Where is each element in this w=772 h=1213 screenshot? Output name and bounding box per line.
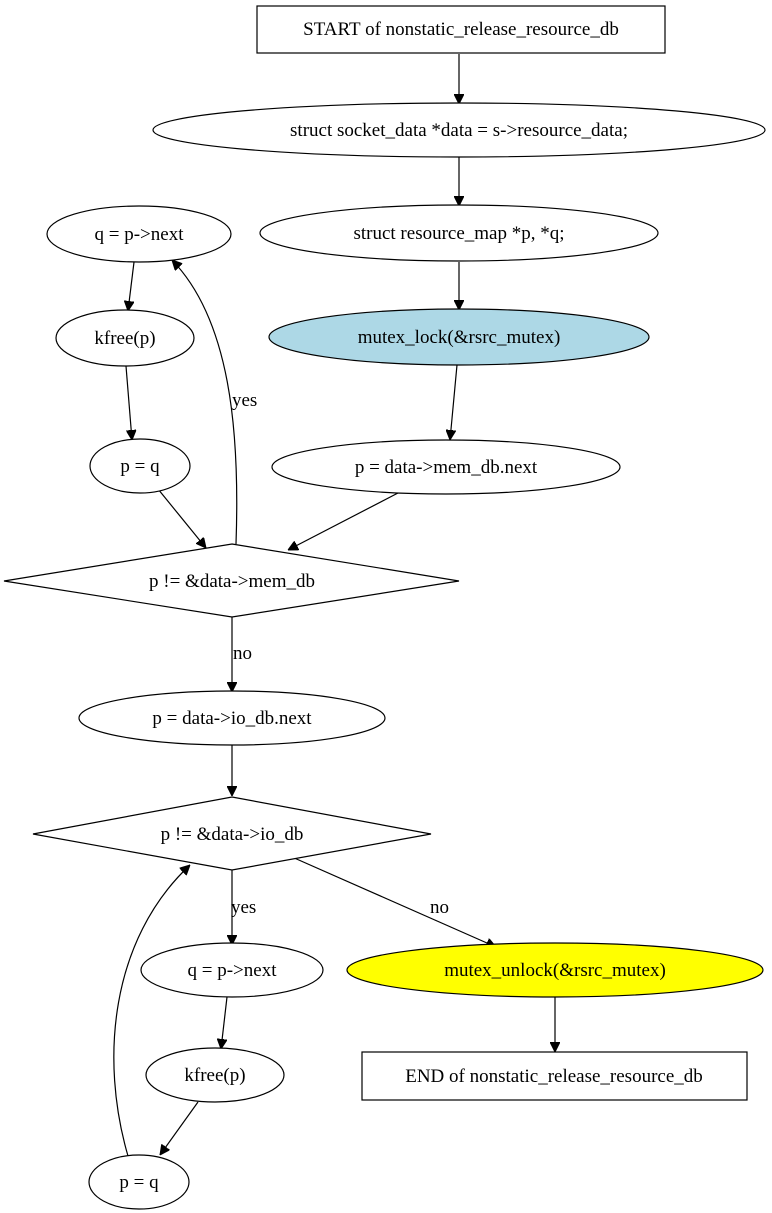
node-mutex-unlock-ellipse — [346, 942, 764, 998]
edge-label-mem-yes: yes — [232, 390, 257, 411]
node-kfree-1-label: kfree(p) — [94, 328, 155, 349]
node-p-io-next-ellipse — [78, 690, 386, 746]
edge-cond-io-no-to-mutex-unlock — [291, 856, 496, 947]
node-cond-io-label: p != &data->io_db — [161, 824, 304, 845]
node-p-eq-q-2-ellipse — [88, 1154, 190, 1210]
node-decl-data-label: struct socket_data *data = s->resource_d… — [290, 120, 628, 141]
node-mutex-lock: mutex_lock(&rsrc_mutex) — [268, 308, 650, 366]
node-p-mem-next-label: p = data->mem_db.next — [355, 457, 538, 478]
edge-kfree-2-to-p-eq-q-2 — [160, 1101, 199, 1155]
node-decl-pq-label: struct resource_map *p, *q; — [353, 223, 564, 244]
edge-mutex-lock-to-p-mem-next — [450, 364, 458, 440]
node-cond-mem-diamond — [3, 543, 460, 618]
edge-label-io-no: no — [430, 897, 449, 918]
edge-label-mem-no: no — [233, 643, 252, 664]
node-p-eq-q-1-label: p = q — [120, 456, 160, 477]
edge-cond-mem-yes-to-q-next-1 — [172, 260, 238, 545]
node-p-mem-next-ellipse — [271, 439, 621, 495]
edge-q-next-1-to-kfree-1 — [128, 261, 135, 311]
node-q-next-2: q = p->next — [140, 942, 324, 998]
node-mutex-lock-ellipse — [268, 308, 650, 366]
node-q-next-1: q = p->next — [46, 205, 232, 263]
node-decl-pq: struct resource_map *p, *q; — [259, 204, 659, 262]
node-cond-mem: p != &data->mem_db — [3, 543, 460, 618]
node-end: END of nonstatic_release_resource_db — [361, 1051, 748, 1101]
node-p-io-next: p = data->io_db.next — [78, 690, 386, 746]
node-kfree-1-ellipse — [55, 309, 195, 367]
node-q-next-2-label: q = p->next — [188, 960, 278, 981]
node-p-eq-q-1: p = q — [89, 438, 191, 494]
node-p-io-next-label: p = data->io_db.next — [152, 708, 312, 729]
edge-p-eq-q-2-to-cond-io — [113, 865, 190, 1157]
node-cond-io: p != &data->io_db — [32, 796, 432, 871]
node-mutex-lock-label: mutex_lock(&rsrc_mutex) — [358, 327, 561, 348]
node-kfree-1: kfree(p) — [55, 309, 195, 367]
node-p-eq-q-1-ellipse — [89, 438, 191, 494]
edge-p-eq-q-1-to-cond-mem — [157, 488, 206, 548]
node-start-box — [256, 5, 666, 54]
node-mutex-unlock: mutex_unlock(&rsrc_mutex) — [346, 942, 764, 998]
node-decl-pq-ellipse — [259, 204, 659, 262]
node-q-next-1-ellipse — [46, 205, 232, 263]
node-start-label: START of nonstatic_release_resource_db — [303, 19, 619, 40]
node-kfree-2: kfree(p) — [145, 1047, 285, 1103]
edge-p-mem-next-to-cond-mem — [288, 492, 399, 551]
node-end-box — [361, 1051, 748, 1101]
node-kfree-2-label: kfree(p) — [184, 1065, 245, 1086]
node-p-eq-q-2-label: p = q — [119, 1172, 159, 1193]
node-mutex-unlock-label: mutex_unlock(&rsrc_mutex) — [444, 960, 666, 981]
node-p-mem-next: p = data->mem_db.next — [271, 439, 621, 495]
edge-q-next-2-to-kfree-2 — [221, 996, 228, 1049]
node-end-label: END of nonstatic_release_resource_db — [405, 1066, 703, 1087]
node-start: START of nonstatic_release_resource_db — [256, 5, 666, 54]
node-decl-data: struct socket_data *data = s->resource_d… — [152, 102, 766, 158]
node-p-eq-q-2: p = q — [88, 1154, 190, 1210]
edge-label-io-yes: yes — [231, 897, 256, 918]
edges — [113, 54, 555, 1157]
node-q-next-2-ellipse — [140, 942, 324, 998]
node-decl-data-ellipse — [152, 102, 766, 158]
node-cond-mem-label: p != &data->mem_db — [149, 571, 315, 592]
node-q-next-1-label: q = p->next — [95, 224, 185, 245]
edge-kfree-1-to-p-eq-q-1 — [125, 365, 132, 440]
node-cond-io-diamond — [32, 796, 432, 871]
edge-labels: yes no yes no — [231, 390, 449, 918]
node-kfree-2-ellipse — [145, 1047, 285, 1103]
